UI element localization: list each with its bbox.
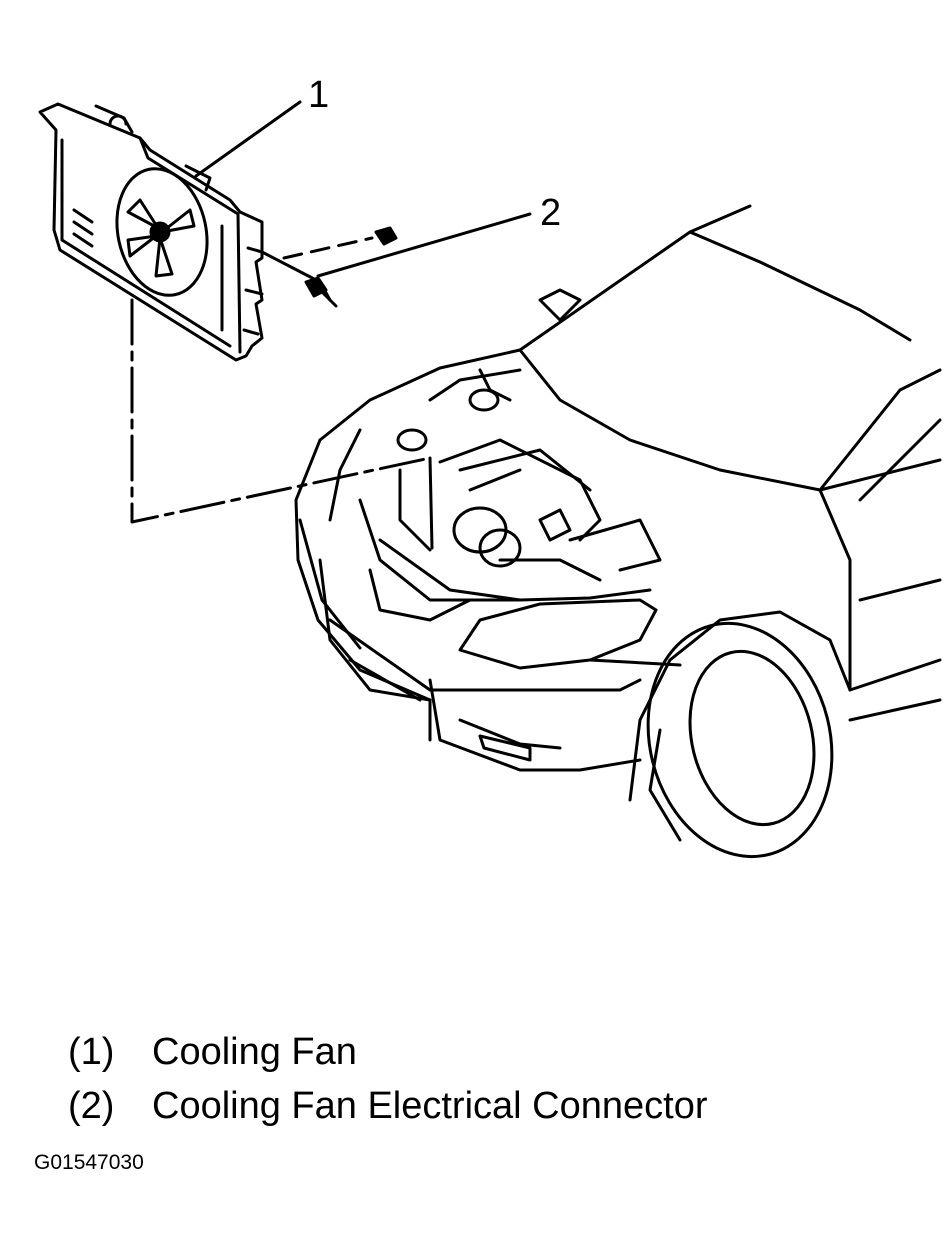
fan-electrical-connector — [260, 226, 398, 308]
legend-text: Cooling Fan Electrical Connector — [152, 1085, 708, 1127]
locator-line — [130, 298, 432, 524]
legend-item-cooling-fan: (1) Cooling Fan — [68, 1033, 357, 1071]
legend-number: (2) — [68, 1085, 115, 1127]
figure-id: G01547030 — [34, 1151, 144, 1174]
legend-text: Cooling Fan — [152, 1031, 357, 1073]
callout-1-leader — [194, 100, 302, 178]
callout-2-leader — [316, 212, 532, 278]
cooling-fan-assembly — [38, 102, 264, 362]
vehicle-front-end — [294, 204, 942, 859]
callout-1-label: 1 — [308, 74, 330, 116]
legend-number: (1) — [68, 1031, 115, 1073]
callout-2-label: 2 — [540, 192, 562, 234]
legend-item-fan-connector: (2) Cooling Fan Electrical Connector — [68, 1087, 708, 1125]
